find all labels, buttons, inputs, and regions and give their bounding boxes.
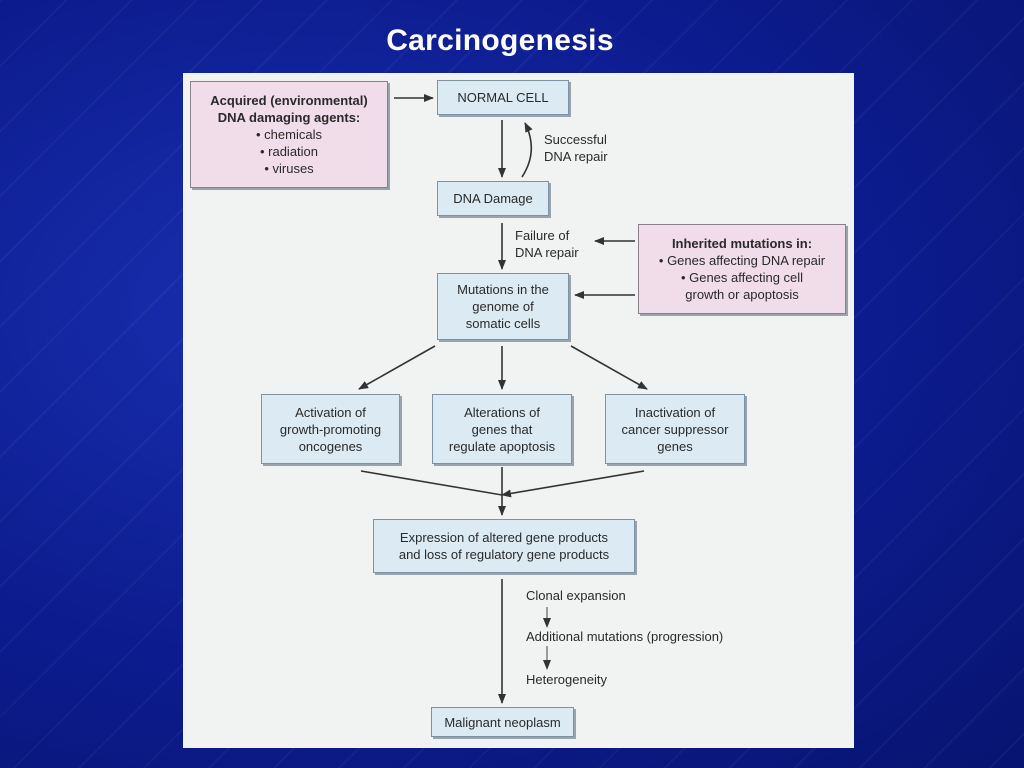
- mutations-line: Mutations in the: [457, 282, 549, 297]
- environmental-heading-1: Acquired (environmental): [210, 93, 368, 108]
- alterations-line: regulate apoptosis: [448, 438, 556, 454]
- environmental-heading-2: DNA damaging agents:: [217, 110, 361, 125]
- mutations-line: somatic cells: [465, 316, 541, 331]
- mutations-box: Mutations in the genome of somatic cells: [437, 273, 569, 340]
- successful-repair-label: Successful DNA repair: [544, 132, 608, 164]
- activation-line: Activation of: [295, 404, 366, 420]
- expression-box: Expression of altered gene products and …: [373, 519, 635, 573]
- heterogeneity-label: Heterogeneity: [526, 672, 607, 687]
- inherited-mutations-box: Inherited mutations in: • Genes affectin…: [638, 224, 846, 314]
- malignant-neoplasm-label: Malignant neoplasm: [444, 714, 561, 730]
- activation-box: Activation of growth-promoting oncogenes: [261, 394, 400, 464]
- expression-line: and loss of regulatory gene products: [398, 547, 610, 562]
- arrow-mutations-to-inactivation: [570, 345, 648, 390]
- inactivation-box: Inactivation of cancer suppressor genes: [605, 394, 745, 464]
- activation-line: oncogenes: [298, 438, 363, 454]
- diagram-panel: Acquired (environmental) DNA damaging ag…: [183, 73, 854, 748]
- arrow-activation-merge: [360, 470, 503, 496]
- inactivation-line: Inactivation of: [634, 404, 716, 420]
- alterations-box: Alterations of genes that regulate apopt…: [432, 394, 572, 464]
- environmental-agents-box: Acquired (environmental) DNA damaging ag…: [190, 81, 388, 188]
- inactivation-line: genes: [657, 438, 693, 454]
- malignant-neoplasm-box: Malignant neoplasm: [431, 707, 574, 737]
- arrow-successful-repair: [521, 122, 533, 178]
- inherited-line: • Genes affecting cell: [680, 270, 804, 285]
- inherited-heading: Inherited mutations in:: [671, 236, 813, 251]
- environmental-item: • chemicals: [256, 127, 322, 142]
- activation-line: growth-promoting: [279, 421, 382, 437]
- inactivation-line: cancer suppressor: [621, 421, 729, 437]
- slide-title: Carcinogenesis: [386, 24, 614, 57]
- additional-mutations-label: Additional mutations (progression): [526, 629, 724, 644]
- alterations-line: genes that: [471, 421, 533, 437]
- mutations-line: genome of: [472, 299, 534, 314]
- environmental-item: • radiation: [259, 144, 319, 159]
- inherited-line: growth or apoptosis: [685, 287, 799, 302]
- normal-cell-box: NORMAL CELL: [437, 80, 569, 115]
- dna-damage-box: DNA Damage: [437, 181, 549, 216]
- expression-line: Expression of altered gene products: [399, 530, 609, 545]
- dna-damage-label: DNA Damage: [453, 191, 533, 206]
- inherited-line: • Genes affecting DNA repair: [658, 253, 826, 268]
- alterations-line: Alterations of: [464, 404, 540, 420]
- clonal-expansion-label: Clonal expansion: [526, 588, 626, 603]
- arrow-inactivation-merge: [501, 470, 645, 498]
- failure-repair-label: Failure of DNA repair: [515, 228, 579, 260]
- normal-cell-label: NORMAL CELL: [457, 90, 549, 105]
- environmental-item: • viruses: [264, 161, 314, 176]
- arrow-mutations-to-activation: [358, 345, 436, 390]
- flow-arrows: [358, 94, 648, 704]
